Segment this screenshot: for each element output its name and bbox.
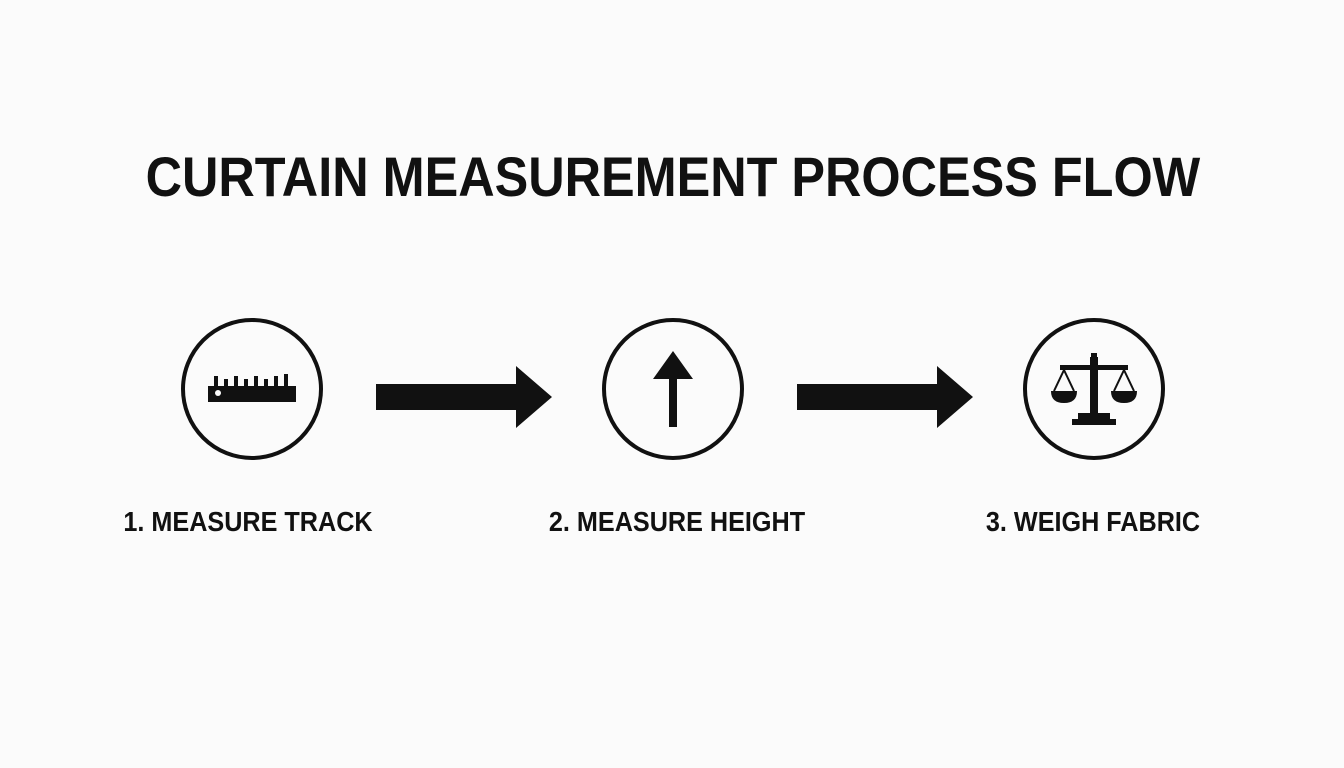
step-1-circle xyxy=(181,318,323,460)
step-3-circle xyxy=(1023,318,1165,460)
flow-arrow-2 xyxy=(797,366,973,428)
diagram-title: CURTAIN MEASUREMENT PROCESS FLOW xyxy=(145,145,1201,208)
step-3-label: 3. WEIGH FABRIC xyxy=(985,506,1201,537)
ruler-icon xyxy=(208,374,296,402)
up-arrow-icon xyxy=(653,351,693,427)
step-2-label: 2. MEASURE HEIGHT xyxy=(548,506,806,537)
step-1-label: 1. MEASURE TRACK xyxy=(123,506,373,537)
scale-icon xyxy=(1051,353,1137,425)
flow-arrow-1 xyxy=(376,366,552,428)
step-2-circle xyxy=(602,318,744,460)
